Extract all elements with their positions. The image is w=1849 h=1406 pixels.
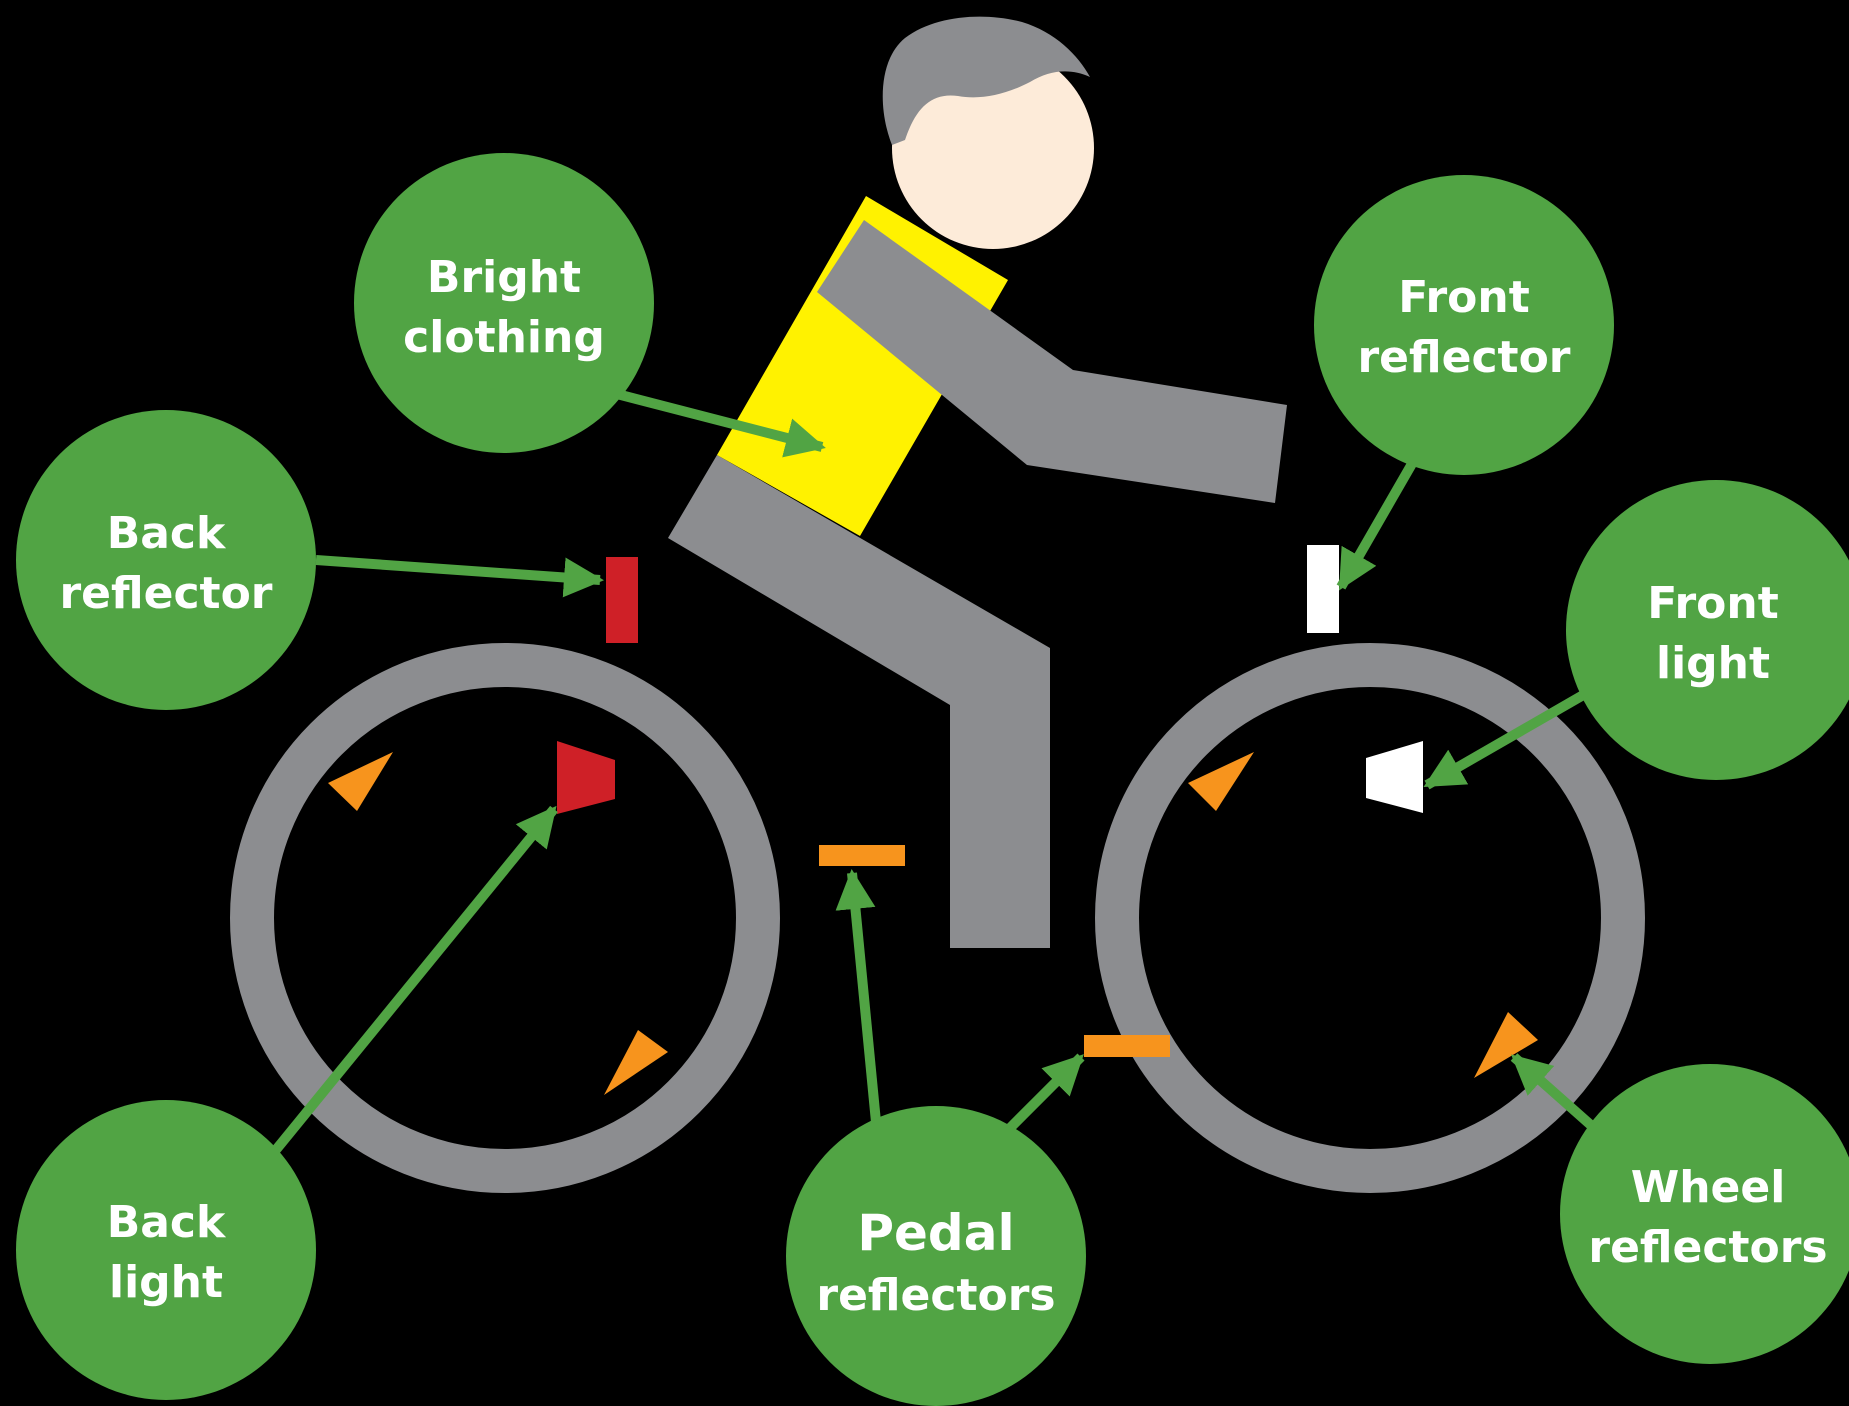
label-bubble [1566,480,1849,780]
label-line-2: clothing [403,312,605,363]
label-bubble [16,410,316,710]
arrow-pedal-reflector-upper [835,869,881,1123]
arrow-pedal-reflector-lower [1003,1053,1085,1135]
label-wheel-reflectors: Wheel reflectors [1560,1064,1849,1364]
wheel-reflector-back-lower [604,1030,668,1095]
label-pedal-reflectors: Pedal reflectors [786,1106,1086,1406]
label-line-1: Wheel [1631,1162,1786,1213]
rider-arm [817,220,1287,503]
label-line-1: Front [1398,272,1530,323]
label-bubble [16,1100,316,1400]
label-line-1: Back [107,508,227,559]
label-bubble [1560,1064,1849,1364]
label-line-2: reflectors [1588,1222,1827,1273]
rider [668,16,1287,948]
label-line-1: Bright [427,252,581,303]
arrow-bright-clothing [615,389,826,458]
label-bubble [354,153,654,453]
rider-leg [668,455,1050,948]
wheel-reflector-back-upper [328,752,393,811]
label-front-light: Front light [1566,480,1849,780]
front-wheel [1095,643,1645,1193]
wheel-reflector-front-upper [1188,752,1254,811]
label-bubble [1314,175,1614,475]
back-light [557,741,615,814]
label-bright-clothing: Bright clothing [354,153,654,453]
rider-hair [882,16,1090,145]
label-back-light: Back light [16,1100,316,1400]
arrow-back-reflector [315,555,604,598]
pedal-reflector-upper [819,845,905,866]
arrow-wheel-reflectors [1510,1053,1597,1131]
arrow-front-light [1423,689,1588,790]
label-line-2: light [1656,638,1770,689]
label-line-2: light [109,1257,223,1308]
label-line-1: Front [1647,578,1779,629]
label-bubble [786,1106,1086,1406]
pedal-reflector-lower [1084,1035,1170,1057]
front-reflector [1307,545,1339,633]
label-back-reflector: Back reflector [16,410,316,710]
label-line-2: reflectors [816,1270,1055,1321]
label-line-1: Pedal [857,1204,1014,1262]
bicycle [230,545,1645,1193]
wheel-reflector-front-lower [1474,1012,1538,1078]
back-reflector [606,557,638,643]
label-line-2: reflector [1357,332,1570,383]
back-wheel [230,643,780,1193]
arrow-back-light [271,805,558,1155]
arrow-front-reflector [1336,459,1418,591]
label-front-reflector: Front reflector [1314,175,1614,475]
pointer-arrows [271,389,1597,1155]
front-light [1366,741,1423,813]
label-line-2: reflector [59,568,272,619]
label-line-1: Back [107,1197,227,1248]
rider-head [892,47,1094,249]
